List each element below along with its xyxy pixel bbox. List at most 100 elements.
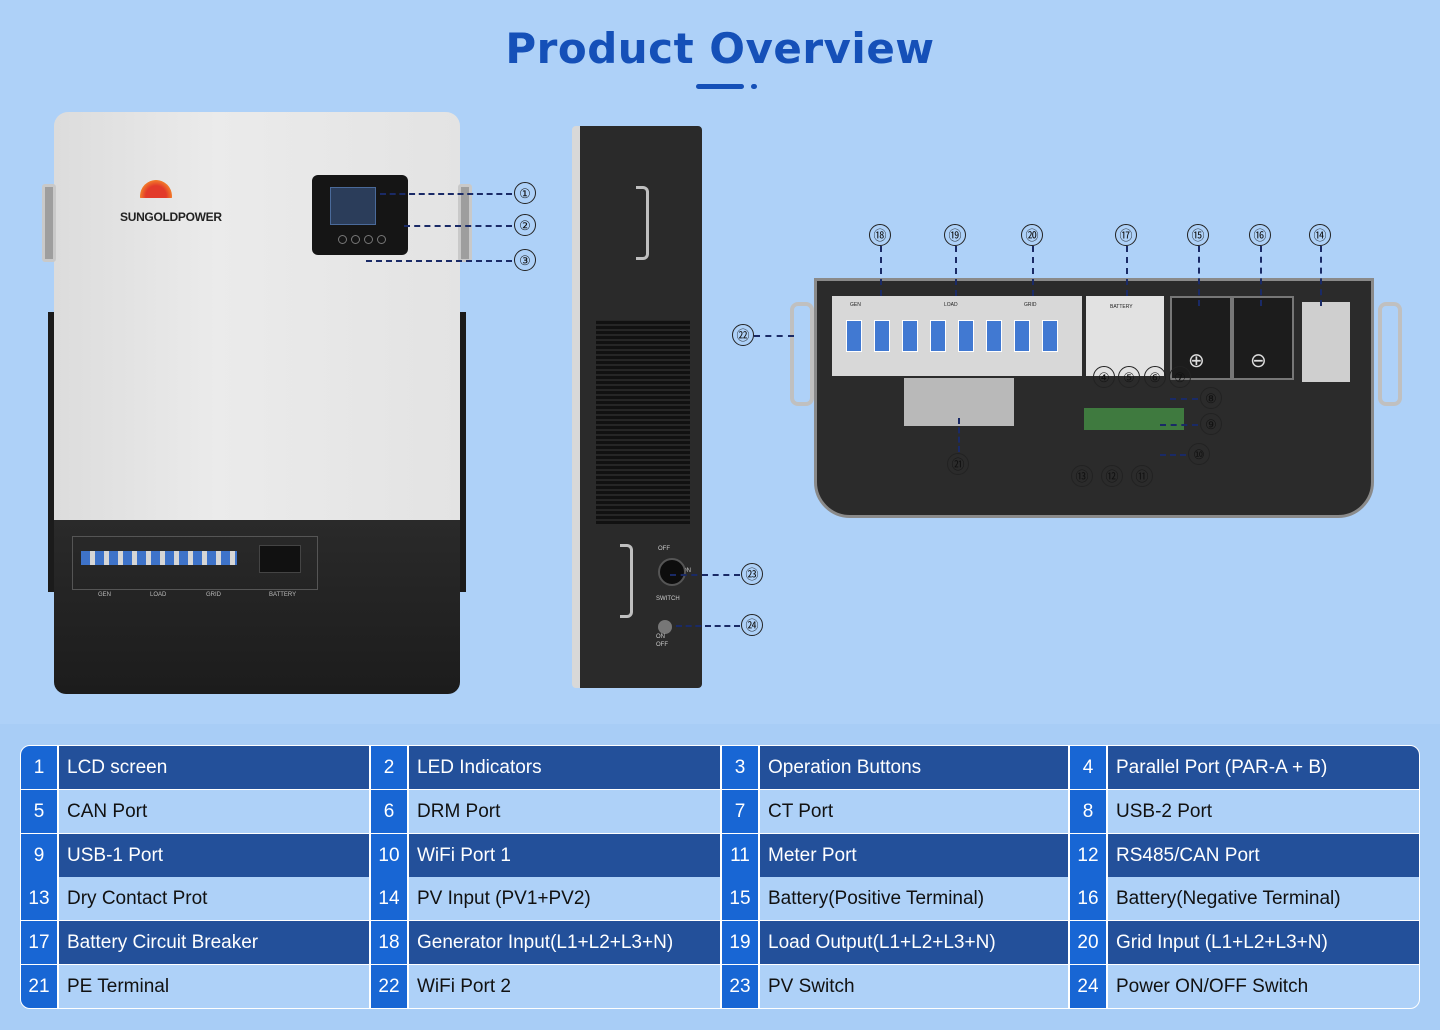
item-description: LCD screen	[59, 746, 369, 789]
item-number: 19	[722, 921, 758, 964]
pv-switch-knob	[658, 558, 686, 586]
item-number: 10	[371, 834, 407, 877]
item-number: 12	[1070, 834, 1106, 877]
item-number: 20	[1070, 921, 1106, 964]
item-description: PE Terminal	[59, 965, 369, 1008]
item-number: 13	[21, 877, 57, 920]
leader-line	[754, 335, 794, 337]
minus-icon: ⊖	[1250, 350, 1267, 372]
plus-icon: ⊕	[1188, 350, 1205, 372]
item-description: Load Output(L1+L2+L3+N)	[760, 921, 1068, 964]
pv-input-terminal	[1302, 302, 1350, 382]
panel-label-gen: GEN	[850, 302, 861, 308]
callout-2: ②	[514, 214, 536, 236]
callout-10: ⑩	[1188, 443, 1210, 465]
breaker	[874, 320, 890, 352]
callout-15: ⑮	[1187, 224, 1209, 246]
item-number: 18	[371, 921, 407, 964]
callout-17: ⑰	[1115, 224, 1137, 246]
lcd-screen	[312, 175, 408, 255]
pv-switch-label: SWITCH	[656, 596, 680, 602]
item-description: Dry Contact Prot	[59, 877, 369, 920]
breaker-label-battery: BATTERY	[269, 592, 297, 598]
front-upper-panel	[54, 112, 460, 520]
item-description: USB-1 Port	[59, 834, 369, 877]
item-description: Operation Buttons	[760, 746, 1068, 789]
front-lower-panel	[54, 520, 460, 694]
item-description: Battery Circuit Breaker	[59, 921, 369, 964]
item-number: 4	[1070, 746, 1106, 789]
page-title: Product Overview	[505, 24, 935, 73]
inverter-bottom-view: GEN LOAD GRID BATTERY ⊕ ⊖	[814, 278, 1374, 518]
item-number: 21	[21, 965, 57, 1008]
leader-line	[955, 246, 957, 296]
item-number: 5	[21, 790, 57, 833]
panel-label-load: LOAD	[944, 302, 958, 308]
breaker	[1042, 320, 1058, 352]
breaker-strip	[81, 551, 237, 565]
bottom-right-handle	[1378, 302, 1402, 406]
leader-line	[676, 625, 740, 627]
item-description: Battery(Negative Terminal)	[1108, 877, 1419, 920]
leader-line	[366, 260, 512, 262]
power-off-label: OFF	[656, 642, 668, 648]
title-underline	[696, 84, 744, 89]
item-number: 24	[1070, 965, 1106, 1008]
side-handle-lower	[620, 544, 633, 618]
panel-label-grid: GRID	[1024, 302, 1037, 308]
callout-7: ⑦	[1169, 366, 1191, 388]
item-number: 16	[1070, 877, 1106, 920]
item-description: RS485/CAN Port	[1108, 834, 1419, 877]
item-number: 8	[1070, 790, 1106, 833]
item-number: 15	[722, 877, 758, 920]
right-handle	[458, 184, 472, 262]
callout-5: ⑤	[1118, 366, 1140, 388]
item-number: 14	[371, 877, 407, 920]
item-description: Generator Input(L1+L2+L3+N)	[409, 921, 720, 964]
callout-11: ⑪	[1131, 465, 1153, 487]
item-number: 6	[371, 790, 407, 833]
callout-6: ⑥	[1144, 366, 1166, 388]
leader-line	[1032, 246, 1034, 296]
item-number: 11	[722, 834, 758, 877]
callout-23: ㉓	[741, 563, 763, 585]
power-on-label: ON	[656, 634, 665, 640]
breaker	[902, 320, 918, 352]
left-frame	[48, 312, 56, 592]
item-description: USB-2 Port	[1108, 790, 1419, 833]
item-description: Meter Port	[760, 834, 1068, 877]
item-number: 2	[371, 746, 407, 789]
item-number: 9	[21, 834, 57, 877]
pv-switch-on-label: ON	[682, 568, 691, 574]
ac-breaker-panel	[832, 296, 1082, 376]
leader-line	[404, 225, 512, 227]
right-frame	[458, 312, 466, 592]
leader-line	[1170, 398, 1198, 400]
callout-1: ①	[514, 182, 536, 204]
callout-3: ③	[514, 249, 536, 271]
callout-22: ㉒	[732, 324, 754, 346]
item-description: Battery(Positive Terminal)	[760, 877, 1068, 920]
leader-line	[1198, 246, 1200, 306]
callout-21: ㉑	[947, 453, 969, 475]
item-number: 17	[21, 921, 57, 964]
side-vent	[596, 320, 690, 524]
item-description: LED Indicators	[409, 746, 720, 789]
callout-18: ⑱	[869, 224, 891, 246]
callout-9: ⑨	[1200, 413, 1222, 435]
leader-line	[1320, 246, 1322, 306]
leader-line	[1160, 454, 1186, 456]
leader-line	[1126, 246, 1128, 296]
battery-negative-terminal: ⊖	[1232, 296, 1294, 380]
leader-line	[880, 246, 882, 296]
item-number: 1	[21, 746, 57, 789]
battery-breaker-module	[1086, 296, 1164, 376]
lcd-display	[330, 187, 376, 225]
item-description: WiFi Port 1	[409, 834, 720, 877]
callout-16: ⑯	[1249, 224, 1271, 246]
